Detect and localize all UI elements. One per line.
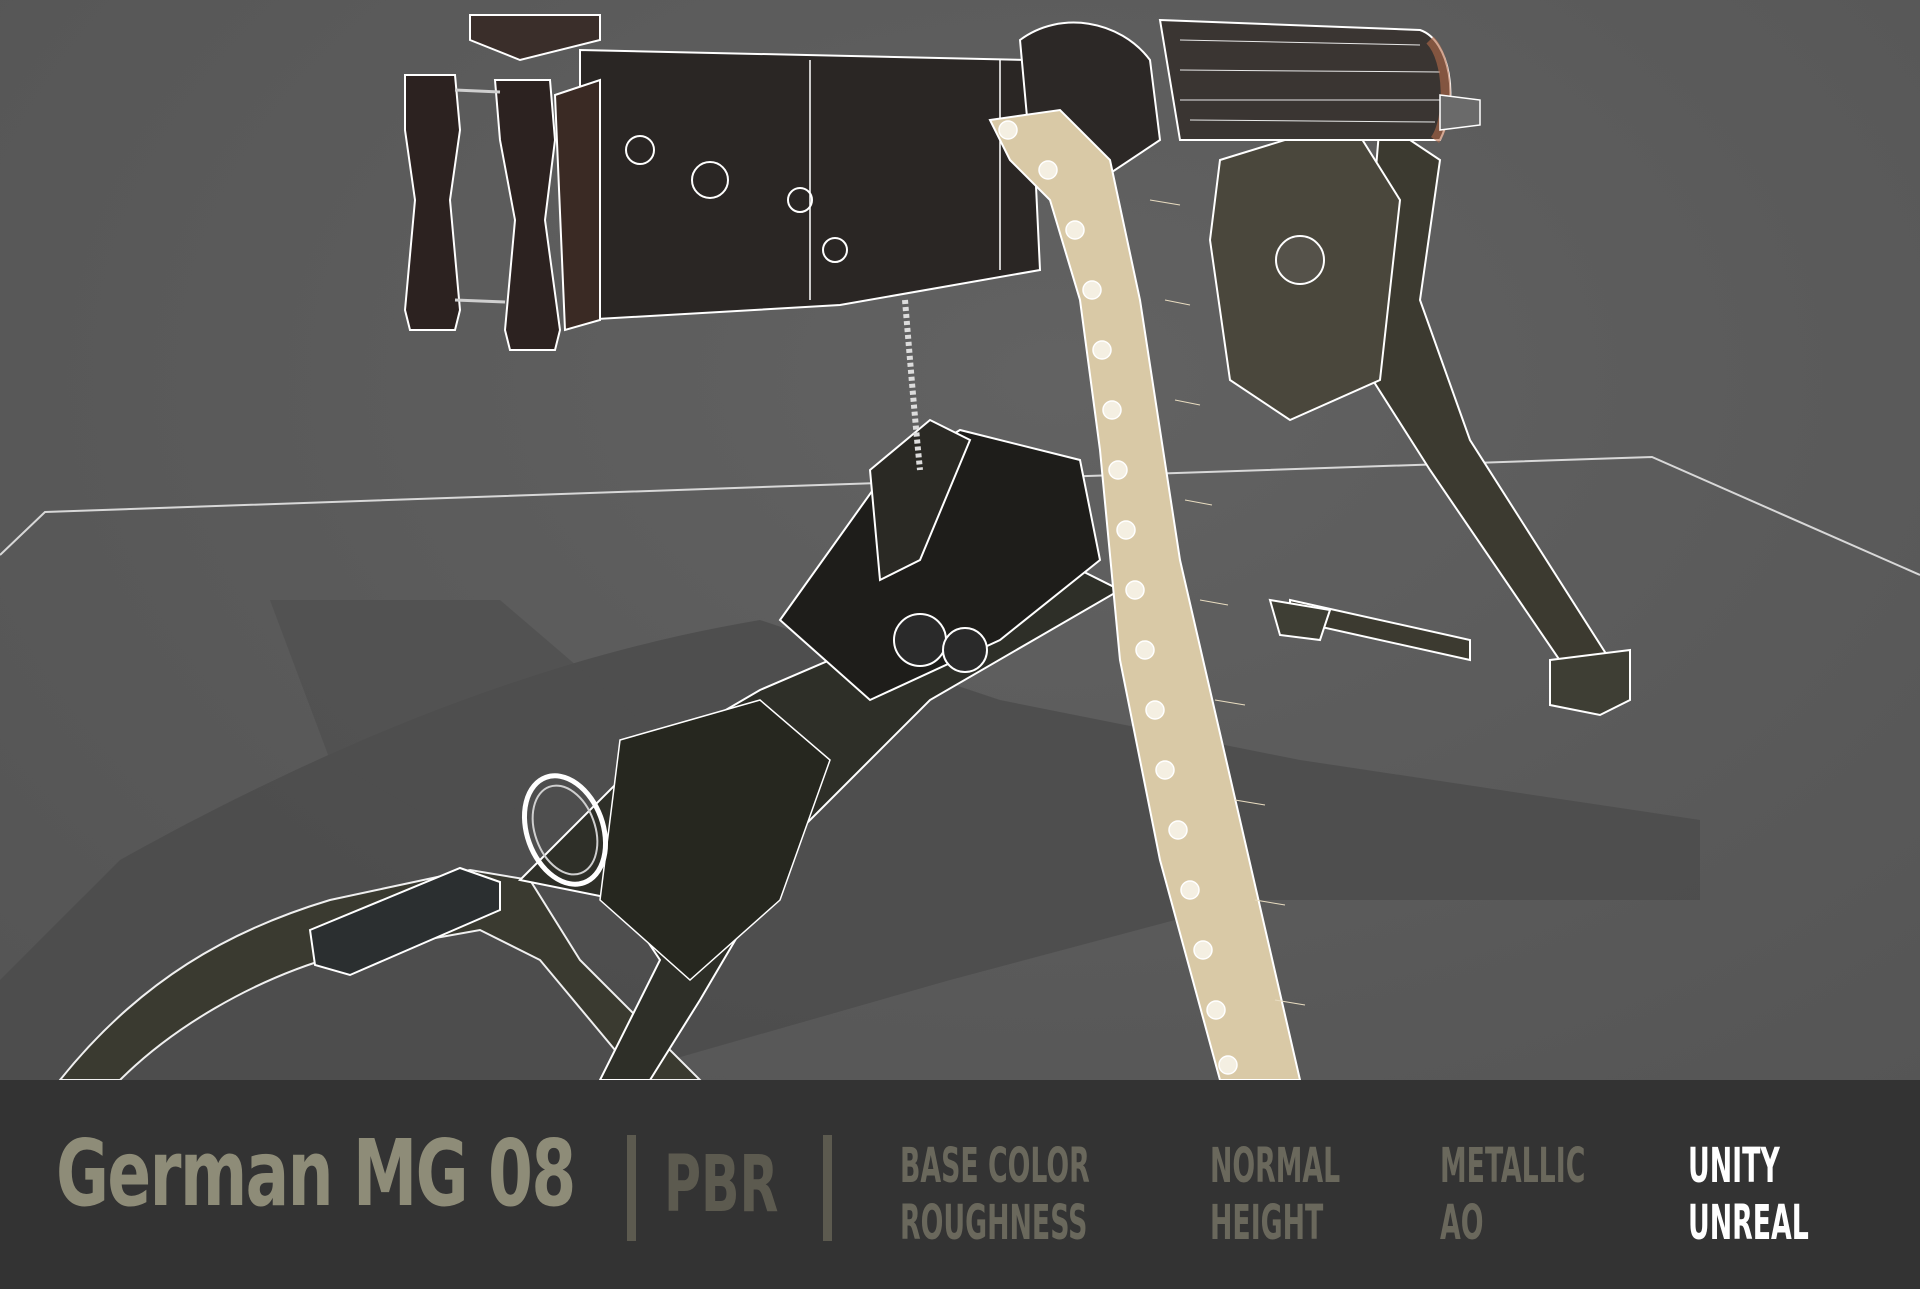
tripod-foot bbox=[1549, 648, 1631, 717]
rear-sight bbox=[469, 14, 601, 62]
sled-handle bbox=[308, 866, 501, 977]
3d-render-viewport bbox=[0, 0, 1920, 1080]
engine-label-unreal: UNREAL bbox=[1688, 1195, 1809, 1251]
map-label-ao: AO bbox=[1440, 1195, 1484, 1251]
product-info-banner bbox=[0, 1080, 1920, 1289]
ground-plane-outline bbox=[0, 455, 1920, 576]
texture-maps-group-3: METALLIC AO bbox=[1440, 1138, 1585, 1252]
pbr-tag: PBR bbox=[664, 1140, 779, 1230]
spade-grip-right bbox=[493, 79, 562, 351]
supported-engines: UNITY UNREAL bbox=[1688, 1138, 1809, 1252]
texture-maps-group-2: NORMAL HEIGHT bbox=[1210, 1138, 1340, 1252]
product-title: German MG 08 bbox=[56, 1120, 576, 1227]
map-label-height: HEIGHT bbox=[1210, 1195, 1324, 1251]
map-label-metallic: METALLIC bbox=[1440, 1138, 1586, 1194]
spade-grip-left bbox=[403, 74, 462, 331]
elevation-handwheel bbox=[521, 773, 609, 887]
divider-bar-right bbox=[823, 1135, 832, 1241]
map-label-base-color: BASE COLOR bbox=[900, 1138, 1090, 1194]
mg08-render bbox=[0, 14, 1920, 1080]
divider-bar-left bbox=[627, 1135, 636, 1241]
chain bbox=[902, 299, 923, 471]
engine-label-unity: UNITY bbox=[1688, 1138, 1780, 1194]
map-label-normal: NORMAL bbox=[1210, 1138, 1341, 1194]
ammo-belt bbox=[988, 108, 1302, 1080]
texture-maps-group-1: BASE COLOR ROUGHNESS bbox=[900, 1138, 1090, 1252]
map-label-roughness: ROUGHNESS bbox=[900, 1195, 1088, 1251]
